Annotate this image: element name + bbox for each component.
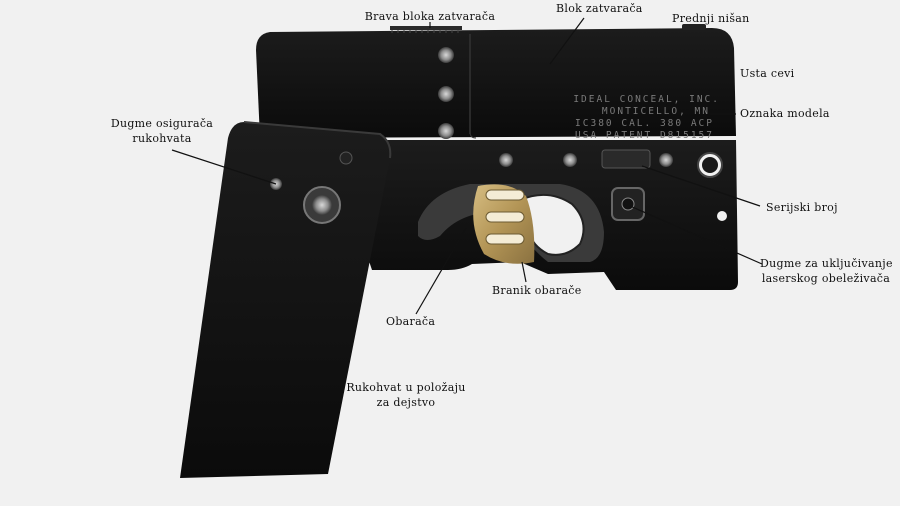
label-grip-safety-line2: rukohvata [132,132,192,145]
label-slide: Blok zatvarača [556,2,643,15]
serial-number-window [601,149,651,169]
leader-serial-number [641,165,761,207]
label-laser-button-line1: Dugme za uključivanje [760,257,893,270]
frame-screw [659,153,673,167]
leader-trigger-guard [521,261,527,283]
slide: IDEAL CONCEAL, INC. MONTICELLO, MN IC380… [256,24,736,141]
frame-screw [499,153,513,167]
trigger [473,184,535,264]
label-trigger: Obarača [386,315,436,328]
leader-lines [171,17,763,315]
front-sight [682,24,706,30]
leader-trigger [415,227,467,315]
label-trigger-guard: Branik obarače [492,284,582,297]
model-engraving: IDEAL CONCEAL, INC. MONTICELLO, MN IC380… [573,94,720,141]
svg-text:IC380 CAL. 380 ACP: IC380 CAL. 380 ACP [575,118,714,129]
label-grip-safety: Dugme osigurača rukohvata [106,116,218,146]
label-slide-serrations: Brava bloka zatvarača [364,10,496,23]
label-grip: Rukohvat u položaju za dejstvo [342,380,470,410]
label-muzzle: Usta cevi [740,67,795,80]
label-front-sight: Prednji nišan [672,12,750,25]
svg-text:IDEAL CONCEAL, INC.: IDEAL CONCEAL, INC. [573,94,720,105]
svg-text:MONTICELLO, MN: MONTICELLO, MN [602,106,710,117]
label-laser-button-line2: laserskog obeleživača [761,272,891,285]
leader-laser-button [629,205,763,265]
label-model-marking: Oznaka modela [740,107,830,120]
frame-screw [563,153,577,167]
label-grip-line1: Rukohvat u položaju [346,381,466,394]
leader-slide [549,17,585,65]
slide-screw [438,47,454,63]
grip [180,121,392,478]
leader-grip-safety [171,149,277,185]
frame [362,140,738,290]
slide-screw [438,86,454,102]
label-grip-line2: za dejstvo [376,396,436,409]
label-grip-safety-line1: Dugme osigurača [110,117,214,130]
slide-screw [438,123,454,139]
label-serial-number: Serijski broj [766,201,838,214]
grip-pin [339,151,353,165]
label-laser-button: Dugme za uključivanje laserskog obeleživ… [760,256,892,286]
svg-text:USA PATENT D815157: USA PATENT D815157 [575,130,714,141]
